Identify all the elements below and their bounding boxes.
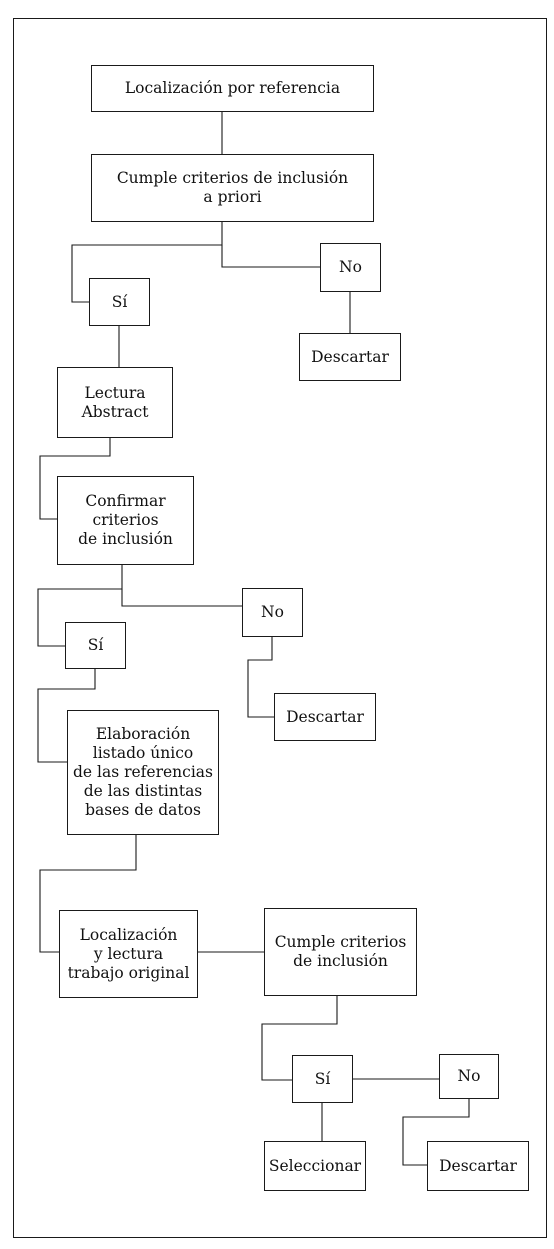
no-1-box: No [320, 243, 381, 292]
criteria-apriori-label: Cumple criterios de inclusión a priori [116, 169, 349, 206]
no-1-label: No [339, 258, 362, 276]
discard-1-box: Descartar [299, 333, 401, 381]
criteria-final-label: Cumple criterios de inclusión [274, 933, 407, 970]
unique-list-box: Elaboración listado único de las referen… [67, 710, 219, 835]
no-2-box: No [242, 588, 303, 637]
select-label: Seleccionar [268, 1156, 362, 1175]
connector-yes2-list [37, 669, 96, 763]
criteria-apriori-box: Cumple criterios de inclusión a priori [91, 154, 374, 222]
no-3-label: No [457, 1067, 481, 1085]
connector-list-locate [39, 835, 137, 953]
yes-1-label: Sí [111, 292, 128, 311]
connector-abstract-confirm [39, 438, 111, 520]
start-label: Localización por referencia [124, 79, 341, 97]
yes-2-label: Sí [87, 636, 104, 654]
connector-no2-discard2 [247, 637, 274, 718]
select-box: Seleccionar [264, 1141, 366, 1191]
figure-frame [13, 18, 547, 1238]
yes-2-box: Sí [65, 622, 126, 669]
connector-criteria-yes3 [261, 996, 338, 1081]
no-2-label: No [261, 603, 284, 621]
discard-2-label: Descartar [286, 707, 364, 726]
discard-1-label: Descartar [311, 347, 389, 366]
read-abstract-box: Lectura Abstract [57, 367, 173, 438]
locate-original-box: Localización y lectura trabajo original [59, 910, 198, 998]
yes-1-box: Sí [89, 278, 150, 326]
read-abstract-label: Lectura Abstract [81, 383, 149, 421]
discard-3-label: Descartar [439, 1156, 517, 1175]
locate-original-label: Localización y lectura trabajo original [67, 925, 190, 982]
connector-confirm-no2 [121, 589, 242, 607]
confirm-criteria-box: Confirmar criterios de inclusión [57, 476, 194, 565]
connector-no3-discard3 [402, 1099, 470, 1166]
connector-criteria-yes1 [71, 222, 223, 303]
start-box: Localización por referencia [91, 65, 374, 112]
yes-3-box: Sí [292, 1055, 353, 1103]
criteria-final-box: Cumple criterios de inclusión [264, 908, 417, 996]
discard-2-box: Descartar [274, 693, 376, 741]
unique-list-label: Elaboración listado único de las referen… [73, 725, 213, 819]
confirm-criteria-label: Confirmar criterios de inclusión [78, 492, 173, 548]
discard-3-box: Descartar [427, 1141, 529, 1191]
no-3-box: No [439, 1054, 499, 1099]
connector-confirm-yes2 [37, 565, 123, 647]
yes-3-label: Sí [314, 1069, 331, 1088]
connector-criteria-no1 [221, 245, 320, 268]
